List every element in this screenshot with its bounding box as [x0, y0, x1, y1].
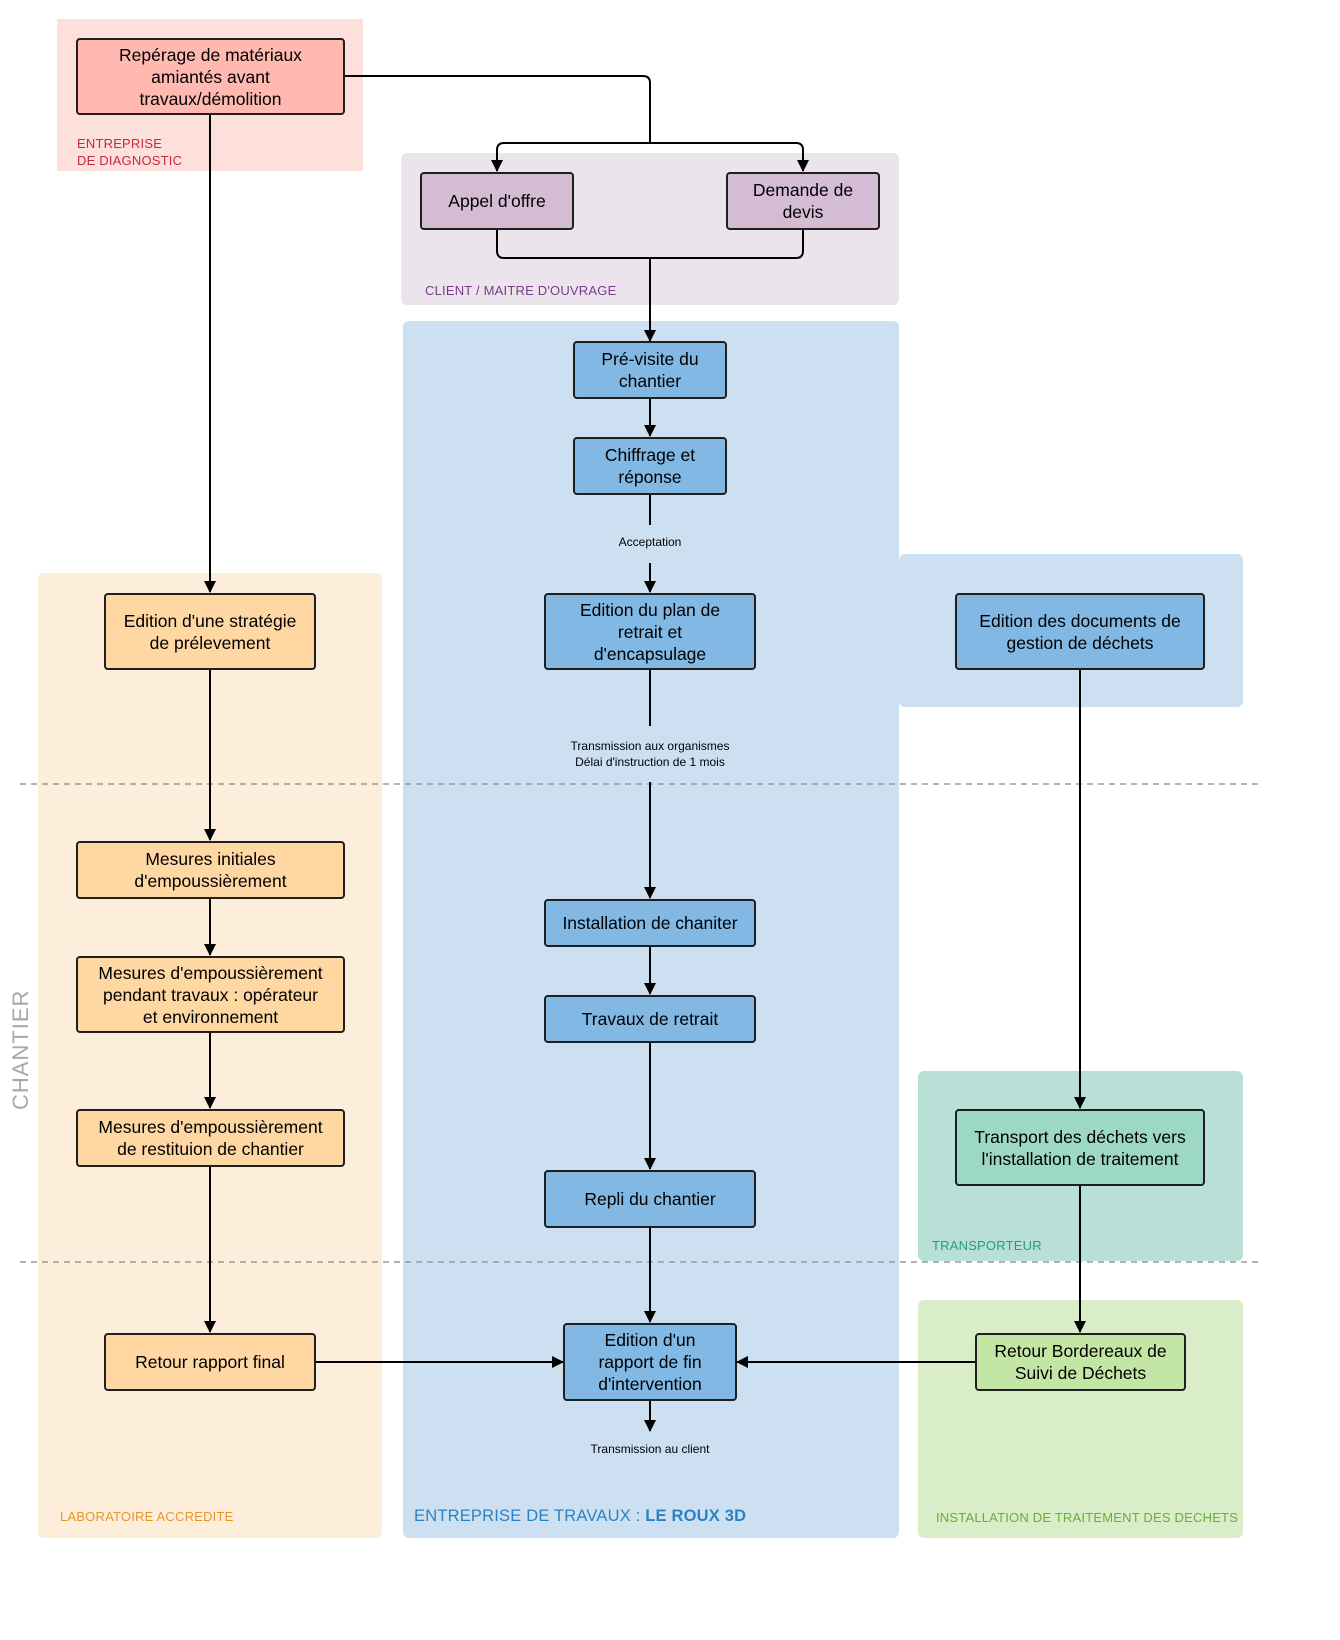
node-mesures-pendant[interactable]: Mesures d'empoussièrement pendant travau… — [76, 956, 345, 1033]
node-edition-plan[interactable]: Edition du plan de retrait et d'encapsul… — [544, 593, 756, 670]
node-edition-strategie[interactable]: Edition d'une stratégie de prélevement — [104, 593, 316, 670]
node-mesures-restitution[interactable]: Mesures d'empoussièrement de restituion … — [76, 1109, 345, 1167]
note-transmission-organismes: Transmission aux organismes Délai d'inst… — [570, 739, 730, 769]
node-retour-rapport[interactable]: Retour rapport final — [104, 1333, 316, 1391]
connector-to-appel-offre — [491, 142, 650, 172]
lane-label-installation: INSTALLATION DE TRAITEMENT DES DECHETS — [936, 1510, 1239, 1525]
note-acceptation: Acceptation — [618, 535, 682, 549]
node-chiffrage[interactable]: Chiffrage et réponse — [573, 437, 727, 495]
node-travaux-retrait[interactable]: Travaux de retrait — [544, 995, 756, 1043]
lane-label-travaux-brand: LE ROUX 3D — [645, 1507, 747, 1525]
node-repli[interactable]: Repli du chantier — [544, 1170, 756, 1228]
lane-label-travaux: ENTREPRISE DE TRAVAUX : LE ROUX 3D — [414, 1506, 746, 1526]
lane-label-transporteur: TRANSPORTEUR — [932, 1238, 1042, 1253]
node-reperage[interactable]: Repérage de matériaux amiantés avant tra… — [76, 38, 345, 115]
lane-label-travaux-prefix: ENTREPRISE DE TRAVAUX : — [414, 1507, 646, 1525]
node-retour-bordereaux[interactable]: Retour Bordereaux de Suivi de Déchets — [975, 1333, 1186, 1391]
node-demande-devis[interactable]: Demande de devis — [726, 172, 880, 230]
node-edition-rapport[interactable]: Edition d'un rapport de fin d'interventi… — [563, 1323, 737, 1401]
connector-appel-merge — [496, 230, 650, 259]
lane-label-diagnostic: ENTREPRISE DE DIAGNOSTIC — [77, 135, 182, 169]
lane-label-diagnostic-line2: DE DIAGNOSTIC — [77, 153, 183, 168]
connector-to-demande-devis — [650, 142, 809, 172]
node-appel-offre[interactable]: Appel d'offre — [420, 172, 574, 230]
lane-label-laboratoire: LABORATOIRE ACCREDITE — [60, 1509, 234, 1524]
node-transport-dechets[interactable]: Transport des déchets vers l'installatio… — [955, 1109, 1205, 1186]
node-edition-documents[interactable]: Edition des documents de gestion de déch… — [955, 593, 1205, 670]
lane-label-client: CLIENT / MAITRE D'OUVRAGE — [425, 283, 617, 298]
lane-label-diagnostic-line1: ENTREPRISE — [77, 136, 163, 151]
node-previsite[interactable]: Pré-visite du chantier — [573, 341, 727, 399]
note-transmission-client: Transmission au client — [590, 1442, 710, 1456]
connector-devis-merge — [650, 230, 804, 259]
connector-reperage-split — [344, 75, 651, 143]
node-mesures-initiales[interactable]: Mesures initiales d'empoussièrement — [76, 841, 345, 899]
node-installation-chantier[interactable]: Installation de chaniter — [544, 899, 756, 947]
